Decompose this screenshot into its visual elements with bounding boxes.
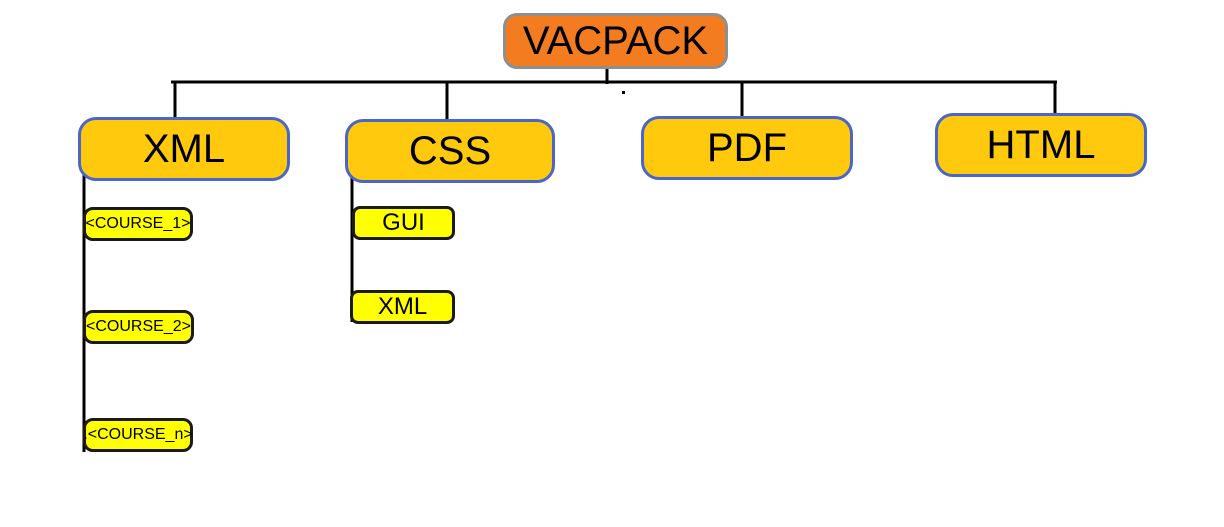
stray-dot bbox=[622, 91, 625, 94]
css-child-gui: GUI bbox=[352, 206, 455, 240]
xml-child-course-1: <COURSE_1> bbox=[83, 207, 193, 241]
category-node-css: CSS bbox=[345, 119, 555, 183]
category-node-xml: XML bbox=[78, 117, 290, 181]
category-node-pdf: PDF bbox=[641, 116, 853, 180]
root-node-vacpack: VACPACK bbox=[503, 13, 728, 69]
category-node-html: HTML bbox=[935, 113, 1147, 177]
css-child-xml: XML bbox=[350, 290, 455, 324]
xml-child-course-2: <COURSE_2> bbox=[83, 310, 194, 344]
xml-child-course-n: .<COURSE_n> bbox=[83, 418, 193, 452]
